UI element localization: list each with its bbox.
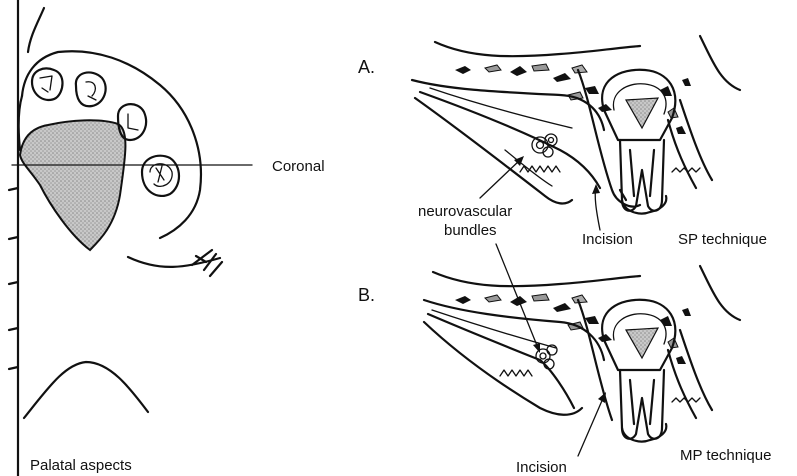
shaded-region (20, 120, 125, 250)
tooth-1 (32, 69, 63, 101)
erupted-tooth-b (620, 370, 666, 442)
tooth-2 (76, 72, 106, 106)
panel-a (412, 36, 740, 230)
panel-a-label: A. (358, 57, 375, 77)
mp-technique-label: MP technique (680, 447, 771, 464)
incision-pointer-b (578, 396, 604, 456)
tooth-3 (118, 104, 146, 140)
upper-arc (28, 8, 44, 52)
coronal-label: Coronal (272, 158, 325, 175)
panel-b (424, 266, 740, 456)
sp-technique-label: SP technique (678, 231, 767, 248)
palatal-view (9, 0, 252, 476)
lower-arc (24, 362, 148, 418)
impacted-tooth-b (602, 300, 675, 370)
palatal-aspects-label: Palatal aspects (30, 457, 132, 474)
erupted-tooth-a (620, 140, 666, 214)
panel-b-label: B. (358, 285, 375, 305)
incision-label-a: Incision (582, 231, 633, 248)
impacted-tooth-a (602, 70, 675, 140)
neurovascular-bundles-label-line1: neurovascular (418, 203, 512, 220)
suture-marks (192, 250, 222, 276)
midline-ticks (9, 188, 18, 369)
tooth-4 (142, 156, 179, 196)
incision-label-b: Incision (516, 459, 567, 476)
neurovascular-bundles-label-line2: bundles (444, 222, 497, 239)
